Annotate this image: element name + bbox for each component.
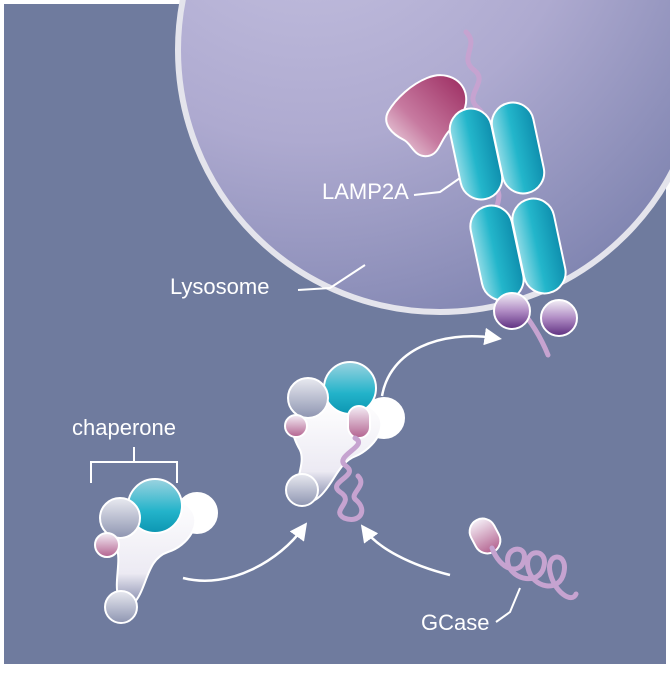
hsc70-hook-protein bbox=[385, 74, 468, 158]
lysosome-label: Lysosome bbox=[170, 274, 270, 299]
chaperone-bracket bbox=[90, 447, 178, 483]
bound-gcase-strand bbox=[334, 435, 365, 522]
arrow-gcase-to-complex bbox=[360, 524, 451, 577]
arrow-complex-to-lamp2a bbox=[380, 327, 502, 397]
lysosome-membrane bbox=[175, 0, 670, 315]
gcase-protein bbox=[468, 517, 579, 623]
gcase-label: GCase bbox=[421, 610, 490, 635]
lysosome-leader-line bbox=[297, 264, 366, 291]
chaperone-cyan-ball bbox=[323, 361, 377, 415]
gcase-leader-line bbox=[495, 587, 521, 623]
gcase-strand bbox=[489, 545, 579, 601]
chaperone-complex bbox=[94, 478, 218, 624]
lamp2a-leader-line bbox=[413, 177, 461, 196]
lamp2a-complex bbox=[385, 29, 578, 358]
chaperone-label: chaperone bbox=[72, 415, 176, 440]
lamp2a-anchor-ball bbox=[540, 299, 578, 337]
lamp2a-subunit bbox=[511, 197, 567, 295]
arrow-chaperone-to-complex bbox=[182, 522, 308, 582]
chaperone-gcase-complex bbox=[284, 361, 405, 522]
lamp2a-anchor-ball bbox=[493, 292, 531, 330]
lamp2a-subunit bbox=[490, 101, 546, 195]
lamp2a-label: LAMP2A bbox=[322, 179, 409, 204]
